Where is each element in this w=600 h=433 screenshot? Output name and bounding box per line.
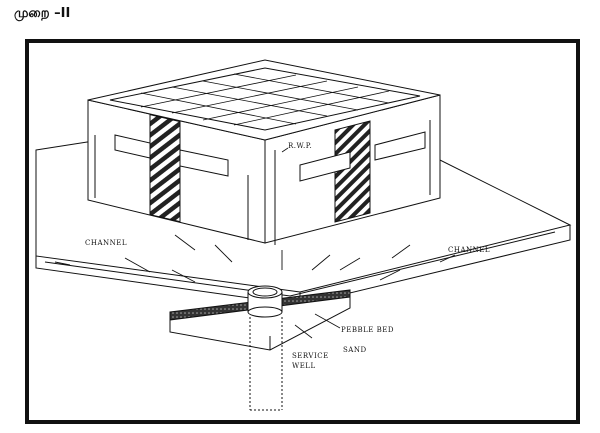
frame-border	[25, 39, 580, 424]
label-channel-right: CHANNEL	[448, 246, 490, 254]
figure-title: முறை –II	[14, 6, 71, 21]
label-service-well-line1: SERVICE	[292, 352, 329, 360]
flow-arrows	[54, 234, 456, 283]
service-well	[247, 285, 283, 411]
label-channel-left: CHANNEL	[85, 239, 127, 247]
label-rwp: R.W.P.	[288, 142, 312, 150]
sand-layer	[169, 296, 351, 351]
label-pebble-bed: PEBBLE BED	[341, 326, 394, 334]
label-sand: SAND	[343, 346, 367, 354]
roof-grid	[140, 73, 390, 126]
building	[87, 59, 441, 245]
label-service-well-line2: WELL	[292, 362, 316, 370]
leader-lines	[281, 147, 341, 339]
